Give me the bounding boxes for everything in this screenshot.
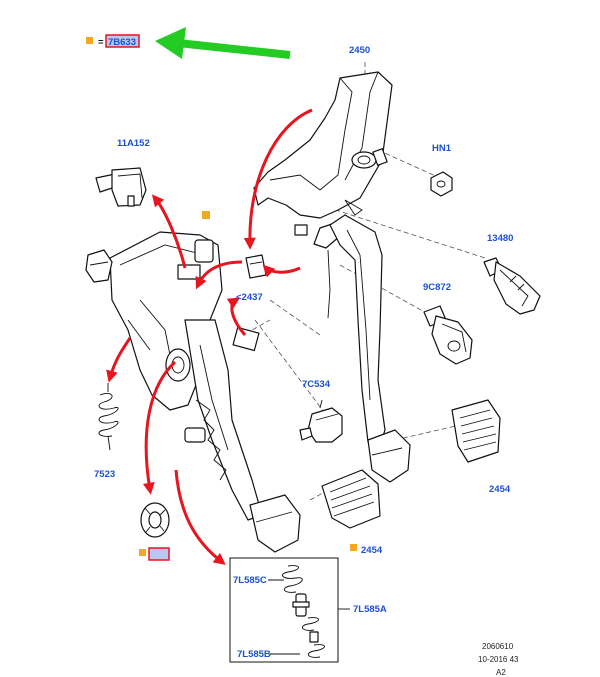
marker-washer [139, 549, 146, 556]
label-7523[interactable]: 7523 [94, 469, 115, 480]
footer-sheet: A2 [496, 668, 506, 677]
bracket-left [85, 231, 260, 411]
legend-code-highlight [105, 34, 140, 48]
pedal-arm-centre [184, 319, 301, 553]
label-9c872[interactable]: 9C872 [423, 282, 451, 293]
leader-lines [239, 62, 486, 501]
label-7l585c[interactable]: 7L585C [233, 575, 267, 586]
green-arrow [155, 27, 291, 59]
part-13480 [483, 257, 541, 315]
label-11a152[interactable]: 11A152 [117, 138, 150, 149]
red-arrows [106, 108, 313, 565]
label-2454-upper[interactable]: 2454 [489, 484, 511, 495]
part-9c872 [423, 305, 473, 365]
pedal-arm-right [329, 214, 411, 483]
part-labels: 2450 11A152 HN1 13480 9C872 <2437 7C534 … [94, 45, 513, 660]
legend: = 7B633 [86, 34, 140, 48]
footer-date: 10-2016 43 [478, 655, 519, 664]
label-2437[interactable]: <2437 [236, 292, 263, 303]
part-7523 [98, 383, 119, 451]
washer-code-highlight [148, 547, 170, 561]
label-7l585a[interactable]: 7L585A [353, 604, 387, 615]
pedal-pad-lower [321, 469, 381, 529]
part-hn1 [430, 171, 453, 197]
part-11a152 [95, 167, 147, 207]
label-13480[interactable]: 13480 [487, 233, 513, 244]
legend-marker [86, 37, 93, 44]
label-7l585b[interactable]: 7L585B [237, 649, 271, 660]
label-hn1[interactable]: HN1 [432, 143, 452, 154]
part-2437 [245, 254, 267, 279]
footer-ref: 2060610 [482, 642, 514, 651]
marker-bracket [202, 211, 210, 219]
part-7c534 [299, 399, 343, 443]
label-2454-lower[interactable]: 2454 [361, 545, 383, 556]
legend-code-label[interactable]: 7B633 [108, 37, 136, 48]
pedal-pad-upper [451, 399, 501, 463]
label-7c534[interactable]: 7C534 [302, 379, 331, 390]
orange-markers [139, 211, 357, 561]
marker-pad [350, 544, 357, 551]
legend-equals: = [98, 37, 104, 48]
part-washer [140, 502, 170, 538]
label-2450[interactable]: 2450 [349, 45, 370, 56]
part-7l585-kit [229, 557, 350, 663]
footer-meta: 2060610 10-2016 43 A2 [478, 642, 519, 677]
